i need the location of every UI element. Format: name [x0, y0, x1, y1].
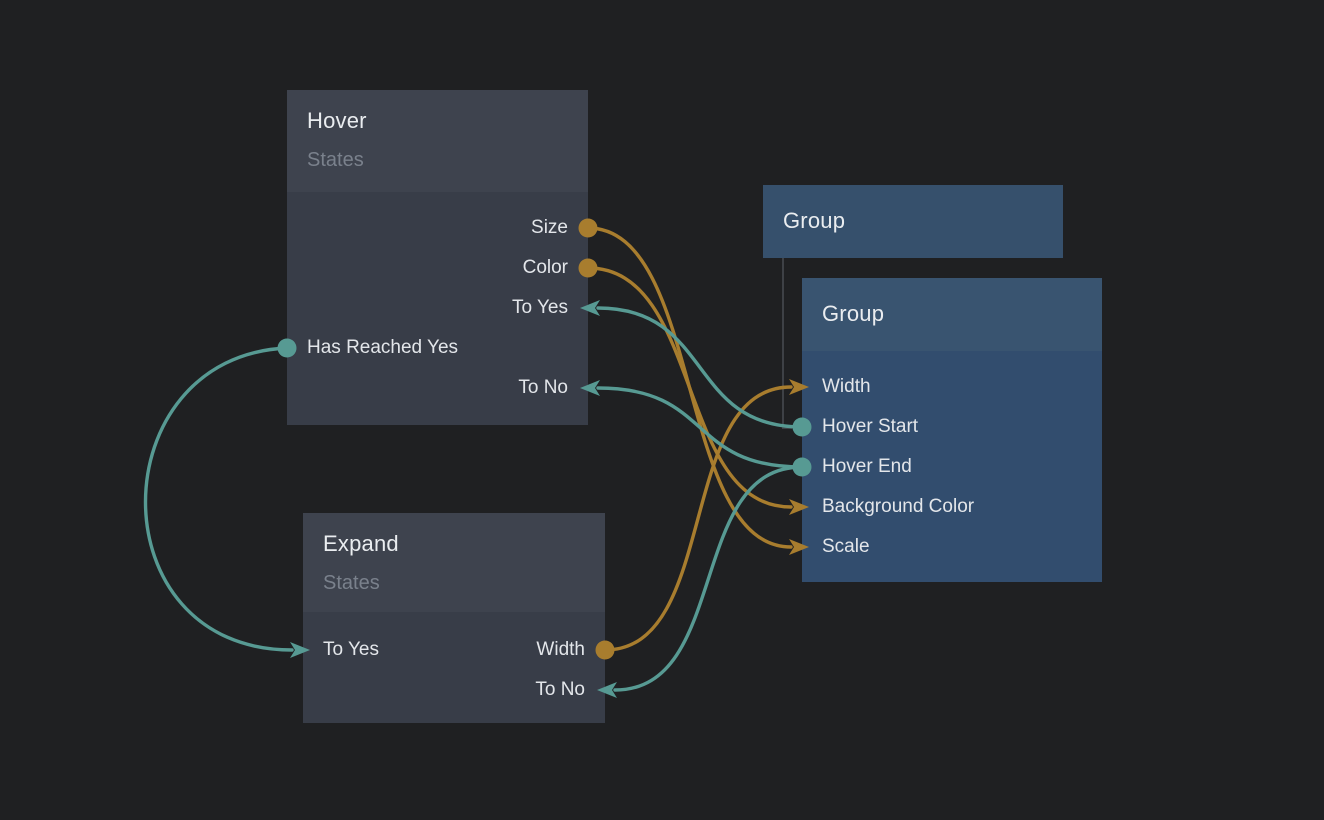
wire-hover-size-to-group2-scale[interactable] — [586, 226, 793, 549]
node-title: Group — [822, 301, 885, 326]
port-label-background_color: Background Color — [822, 496, 975, 517]
port-label-to_yes: To Yes — [323, 639, 379, 660]
wire-group2-hover_end-to-hover-to_no[interactable] — [596, 386, 804, 469]
wire-expand-width-to-group2-width[interactable] — [603, 385, 793, 652]
port-label-has_reached_yes: Has Reached Yes — [307, 337, 459, 358]
node-subtitle: States — [323, 572, 380, 594]
node-title: Group — [783, 208, 846, 233]
port-label-color: Color — [522, 257, 568, 278]
node-header — [303, 513, 605, 612]
wire-group2-hover_start-to-hover-to_yes[interactable] — [596, 306, 804, 429]
node-header — [802, 278, 1102, 351]
wire-group2-hover_end-to-expand-to_no[interactable] — [613, 465, 804, 692]
port-label-width: Width — [822, 376, 871, 397]
node-subtitle: States — [307, 149, 364, 171]
node-title: Hover — [307, 108, 367, 133]
wire-hover-color-to-group2-background_color[interactable] — [586, 266, 793, 509]
port-label-size: Size — [531, 217, 568, 238]
port-label-to_no: To No — [518, 377, 568, 398]
port-label-hover_end: Hover End — [822, 456, 912, 477]
node-title: Expand — [323, 531, 399, 556]
node-header — [287, 90, 588, 192]
wire-hover-has_reached_yes-to-expand-to_yes[interactable] — [143, 346, 294, 652]
node-group-parent[interactable]: Group — [763, 185, 1063, 258]
node-expand-states[interactable]: Expand States To Yes Width To No — [303, 513, 605, 723]
port-label-scale: Scale — [822, 536, 870, 557]
hierarchy-link-line — [782, 258, 792, 429]
port-label-hover_start: Hover Start — [822, 416, 919, 437]
port-label-to_yes: To Yes — [512, 297, 568, 318]
port-label-to_no: To No — [535, 679, 585, 700]
port-label-width: Width — [536, 639, 585, 660]
